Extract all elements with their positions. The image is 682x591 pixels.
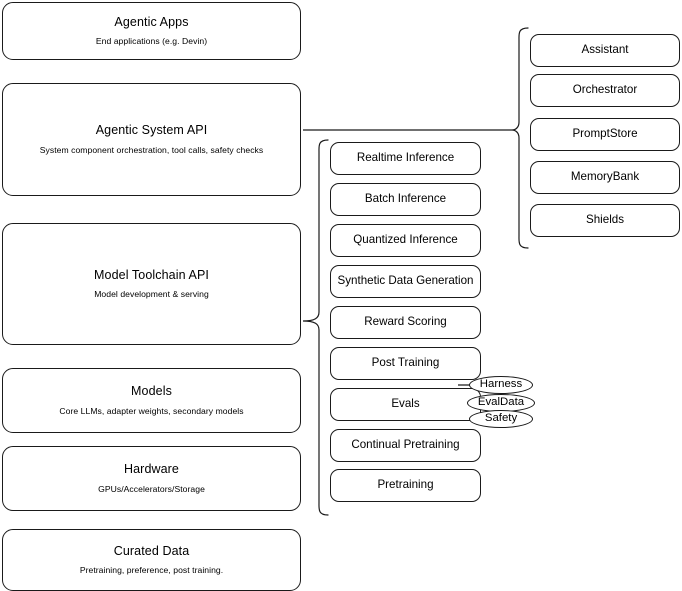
pill-label: Harness bbox=[479, 378, 523, 391]
eval-pill-harness[interactable]: Harness bbox=[469, 376, 533, 394]
layer-title: Agentic System API bbox=[95, 123, 208, 138]
chip-label: Realtime Inference bbox=[356, 151, 455, 165]
chip-label: MemoryBank bbox=[570, 170, 640, 184]
toolchain-item-continual-pretraining[interactable]: Continual Pretraining bbox=[330, 429, 481, 462]
chip-label: Evals bbox=[391, 397, 420, 411]
toolchain-item-reward-scoring[interactable]: Reward Scoring bbox=[330, 306, 481, 339]
layer-agentic-apps[interactable]: Agentic Apps End applications (e.g. Devi… bbox=[2, 2, 301, 60]
system-item-orchestrator[interactable]: Orchestrator bbox=[530, 74, 680, 107]
layer-title: Models bbox=[131, 384, 172, 399]
toolchain-item-quantized-inference[interactable]: Quantized Inference bbox=[330, 224, 481, 257]
chip-label: Orchestrator bbox=[572, 83, 638, 97]
chip-label: Shields bbox=[585, 213, 625, 227]
layer-subtitle: End applications (e.g. Devin) bbox=[95, 36, 208, 47]
layer-title: Hardware bbox=[124, 462, 179, 477]
layer-subtitle: System component orchestration, tool cal… bbox=[39, 144, 264, 155]
layer-subtitle: Core LLMs, adapter weights, secondary mo… bbox=[59, 405, 244, 416]
toolchain-item-evals[interactable]: Evals bbox=[330, 388, 481, 421]
layer-curated-data[interactable]: Curated Data Pretraining, preference, po… bbox=[2, 529, 301, 591]
system-item-shields[interactable]: Shields bbox=[530, 204, 680, 237]
system-item-assistant[interactable]: Assistant bbox=[530, 34, 680, 67]
layer-title: Model Toolchain API bbox=[94, 267, 209, 282]
toolchain-item-synthetic-data-generation[interactable]: Synthetic Data Generation bbox=[330, 265, 481, 298]
system-item-memorybank[interactable]: MemoryBank bbox=[530, 161, 680, 194]
layer-title: Curated Data bbox=[113, 543, 190, 558]
layer-hardware[interactable]: Hardware GPUs/Accelerators/Storage bbox=[2, 446, 301, 511]
layer-title: Agentic Apps bbox=[114, 14, 189, 29]
chip-label: Quantized Inference bbox=[353, 233, 458, 247]
toolchain-item-batch-inference[interactable]: Batch Inference bbox=[330, 183, 481, 216]
layer-agentic-system-api[interactable]: Agentic System API System component orch… bbox=[2, 83, 301, 196]
pill-label: Safety bbox=[484, 412, 518, 425]
layer-model-toolchain-api[interactable]: Model Toolchain API Model development & … bbox=[2, 223, 301, 345]
chip-label: Continual Pretraining bbox=[351, 438, 460, 452]
layer-subtitle: Model development & serving bbox=[94, 289, 209, 300]
layer-subtitle: GPUs/Accelerators/Storage bbox=[98, 483, 205, 494]
layer-models[interactable]: Models Core LLMs, adapter weights, secon… bbox=[2, 368, 301, 433]
chip-label: PromptStore bbox=[572, 127, 638, 141]
chip-label: Assistant bbox=[581, 43, 629, 57]
toolchain-item-pretraining[interactable]: Pretraining bbox=[330, 469, 481, 502]
chip-label: Batch Inference bbox=[364, 192, 447, 206]
toolchain-item-realtime-inference[interactable]: Realtime Inference bbox=[330, 142, 481, 175]
pill-label: EvalData bbox=[477, 396, 525, 409]
toolchain-item-post-training[interactable]: Post Training bbox=[330, 347, 481, 380]
chip-label: Reward Scoring bbox=[364, 315, 447, 329]
system-item-promptstore[interactable]: PromptStore bbox=[530, 118, 680, 151]
chip-label: Synthetic Data Generation bbox=[337, 274, 474, 288]
chip-label: Pretraining bbox=[377, 478, 434, 492]
chip-label: Post Training bbox=[371, 356, 440, 370]
eval-pill-safety[interactable]: Safety bbox=[469, 410, 533, 428]
layer-subtitle: Pretraining, preference, post training. bbox=[79, 565, 224, 576]
